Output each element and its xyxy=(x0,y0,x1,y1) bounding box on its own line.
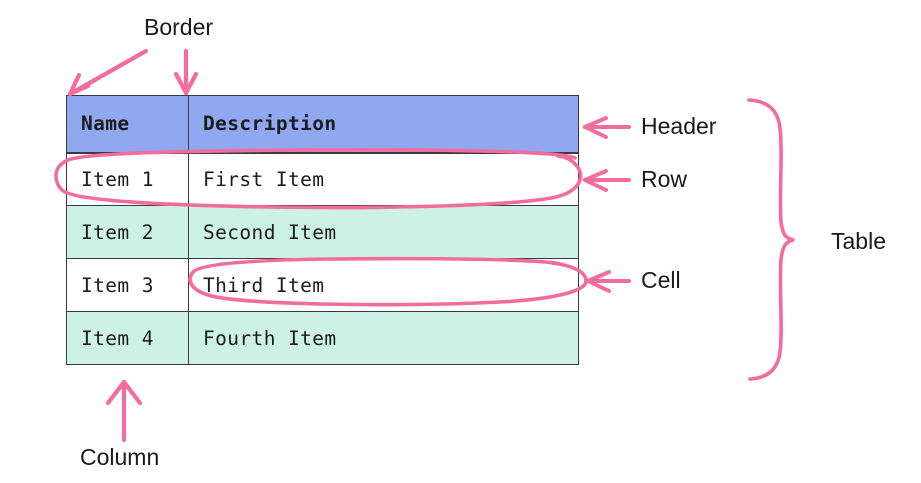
table-body: Item 1 First Item Item 2 Second Item Ite… xyxy=(66,152,579,365)
header-row: Name Description xyxy=(66,95,579,154)
cell-description: Second Item xyxy=(188,205,579,259)
table-row: Item 4 Fourth Item xyxy=(66,311,579,365)
row-arrow-icon xyxy=(583,169,631,192)
cell-name: Item 1 xyxy=(66,152,189,206)
column-arrow-icon xyxy=(105,379,143,443)
annotation-label-cell: Cell xyxy=(641,267,681,293)
header-cell-name: Name xyxy=(66,95,189,154)
cell-description: First Item xyxy=(188,152,579,206)
table-row: Item 1 First Item xyxy=(66,152,579,206)
annotation-label-border: Border xyxy=(144,14,214,40)
header-arrow-icon xyxy=(583,116,631,139)
data-table: Name Description Item 1 First Item Item … xyxy=(66,95,579,365)
cell-name: Item 2 xyxy=(66,205,189,259)
annotation-label-row: Row xyxy=(641,166,688,192)
table-brace-icon xyxy=(747,98,795,381)
border-vertical-arrow-icon xyxy=(173,48,199,96)
cell-name: Item 3 xyxy=(66,258,189,312)
table-row: Item 2 Second Item xyxy=(66,205,579,259)
annotation-label-column: Column xyxy=(80,444,160,470)
table-header: Name Description xyxy=(66,95,579,154)
annotation-label-table: Table xyxy=(831,228,886,254)
table-row: Item 3 Third Item xyxy=(66,258,579,312)
cell-name: Item 4 xyxy=(66,311,189,365)
border-diagonal-arrow-icon xyxy=(67,48,149,97)
cell-arrow-icon xyxy=(586,270,631,293)
cell-description: Fourth Item xyxy=(188,311,579,365)
annotation-label-header: Header xyxy=(641,113,717,139)
header-cell-description: Description xyxy=(188,95,579,154)
cell-description: Third Item xyxy=(188,258,579,312)
